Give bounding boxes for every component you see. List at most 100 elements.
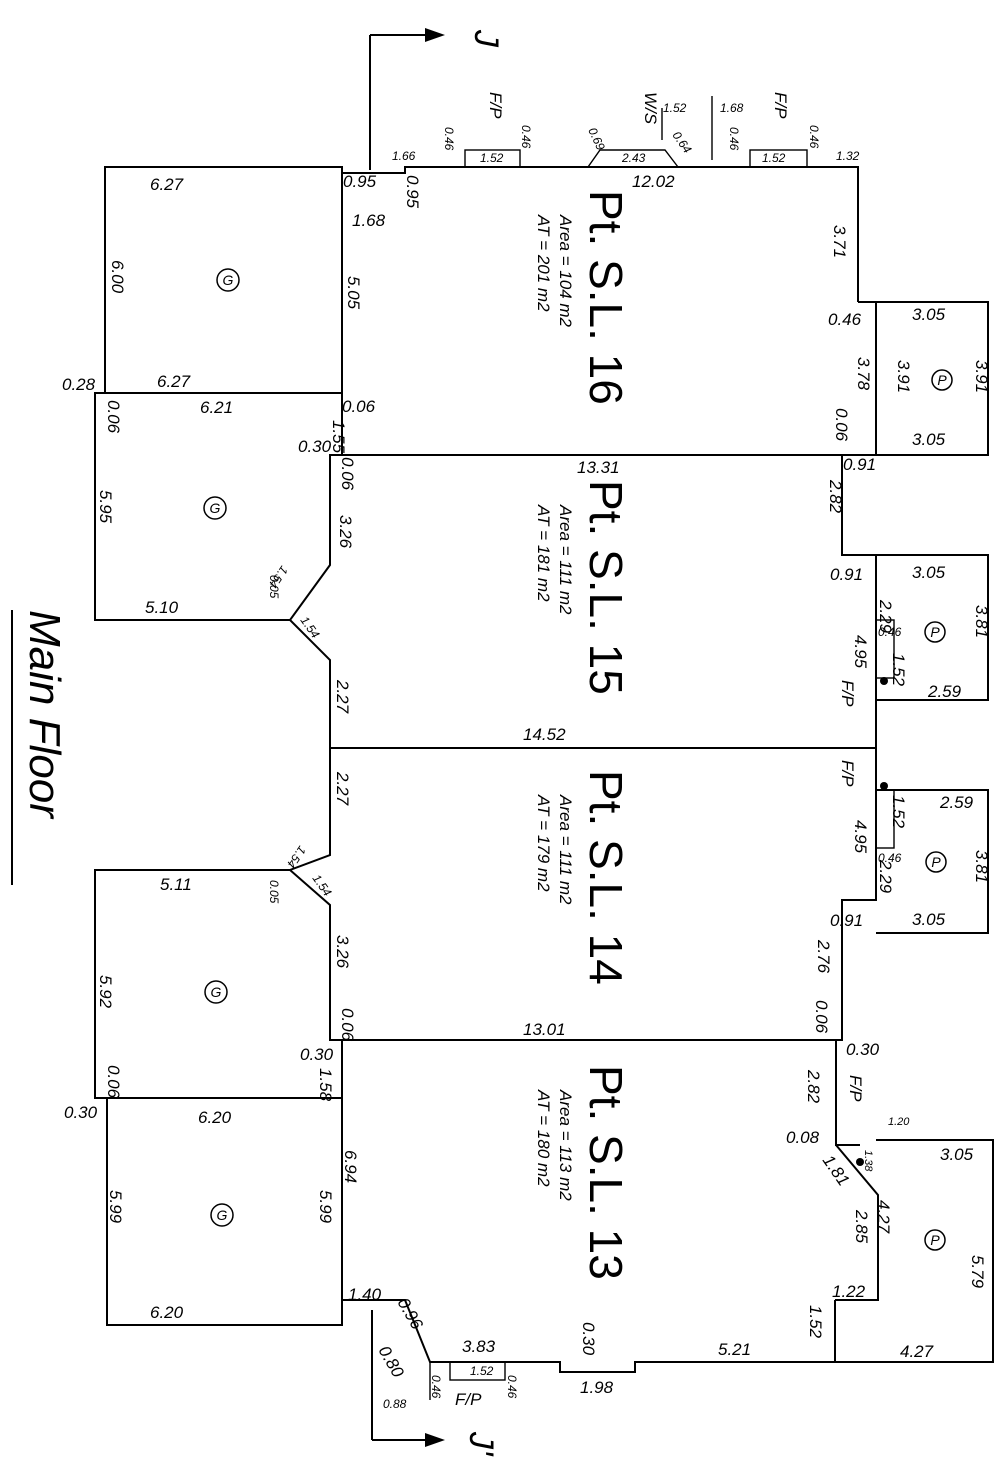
label-d154d: 1.54 (310, 872, 335, 899)
label-d152g: 1.52 (889, 795, 908, 829)
label-parking_symbol: P (937, 372, 947, 388)
drawing-title: Main Floor (20, 610, 69, 820)
label-d152b: 1.52 (663, 101, 687, 115)
label-d1301: 13.01 (523, 1020, 566, 1039)
section-marker-bottom: J' (371, 1310, 500, 1457)
fp-label-top-left: F/P (486, 92, 505, 119)
label-parking_symbol: P (931, 854, 941, 870)
label-d005a: 0.05 (267, 575, 281, 599)
section-label-bottom: J' (462, 1431, 500, 1457)
label-d326a: 3.26 (336, 515, 355, 549)
label-d427a: 4.27 (874, 1200, 893, 1234)
label-d305a: 3.05 (912, 305, 946, 324)
label-d006e: 0.06 (104, 1065, 123, 1099)
garage-14: G (94, 869, 342, 1099)
label-d006c: 0.06 (342, 397, 376, 416)
label-area: Area = 111 m2 (556, 794, 575, 905)
label-d046b: 0.46 (519, 125, 533, 149)
label-d381a: 3.81 (972, 605, 991, 638)
unit-15-labels: Pt. S.L. 15 Area = 111 m2 AT = 181 m2 (534, 480, 632, 695)
label-parking_symbol: P (930, 624, 940, 640)
patio-14: P (875, 782, 989, 934)
label-label: Pt. S.L. 13 (580, 1065, 632, 1280)
label-d305e: 3.05 (940, 1145, 974, 1164)
label-d1331: 13.31 (577, 458, 620, 477)
label-d064: 0.64 (670, 129, 695, 156)
patio-15: P (875, 554, 989, 701)
label-d600: 6.00 (108, 260, 127, 294)
label-d152a: 1.52 (480, 151, 504, 165)
label-d122: 1.22 (832, 1282, 866, 1301)
label-d229a: 2.29 (876, 599, 895, 634)
label-d181: 1.81 (819, 1151, 854, 1189)
label-d091c: 0.91 (830, 911, 863, 930)
garage-13: G (95, 1097, 343, 1326)
label-d140: 1.40 (348, 1285, 382, 1304)
label-d132: 1.32 (836, 149, 860, 163)
fp-label-bottom: F/P (455, 1390, 482, 1409)
label-d168b: 1.68 (720, 101, 744, 115)
fp-label-13: F/P (846, 1075, 865, 1102)
label-d495a: 4.95 (851, 635, 870, 669)
label-d305c: 3.05 (912, 563, 946, 582)
unit-16-labels: Pt. S.L. 16 Area = 104 m2 AT = 201 m2 (534, 190, 632, 405)
label-d008: 0.08 (786, 1128, 820, 1147)
label-d046a: 0.46 (442, 127, 456, 151)
label-d378: 3.78 (854, 357, 873, 391)
label-area: Area = 111 m2 (556, 504, 575, 615)
label-d305d: 3.05 (912, 910, 946, 929)
label-d694: 6.94 (341, 1150, 360, 1183)
label-at: AT = 179 m2 (534, 794, 553, 892)
label-garage_symbol: G (223, 272, 234, 288)
label-d006g: 0.06 (812, 1000, 831, 1034)
label-d243: 2.43 (621, 151, 646, 165)
dimension-labels: 12.02 13.31 14.52 13.01 6.27 6.27 0.95 1… (62, 101, 974, 1411)
label-d627a: 6.27 (150, 175, 184, 194)
unit-14-labels: Pt. S.L. 14 Area = 111 m2 AT = 179 m2 (534, 770, 632, 985)
label-d305b: 3.05 (912, 430, 946, 449)
label-d510: 5.10 (145, 598, 179, 617)
garage-16: G (104, 166, 343, 394)
label-d620b: 6.20 (150, 1303, 184, 1322)
label-d046e: 0.46 (429, 1375, 443, 1399)
label-d511: 5.11 (160, 875, 192, 894)
label-at: AT = 201 m2 (534, 214, 553, 312)
label-d155: 1.55 (329, 420, 348, 454)
label-d046h: 0.46 (878, 625, 902, 639)
label-d006d: 0.06 (338, 1008, 357, 1042)
label-d046f: 0.46 (505, 1375, 519, 1399)
label-d069a: 0.69 (585, 125, 608, 152)
label-label: Pt. S.L. 16 (580, 190, 632, 405)
label-d095a: 0.95 (343, 172, 377, 191)
label-parking_symbol: P (930, 1232, 940, 1248)
label-d595: 5.95 (96, 490, 115, 524)
label-d096: 0.96 (394, 1295, 427, 1334)
label-d1452: 14.52 (523, 725, 566, 744)
label-d091b: 0.91 (830, 565, 863, 584)
label-label: Pt. S.L. 15 (580, 480, 632, 695)
label-d259a: 2.59 (927, 682, 962, 701)
label-d391b: 3.91 (894, 360, 913, 393)
label-d521: 5.21 (718, 1340, 751, 1359)
fp-label-15: F/P (838, 680, 857, 707)
label-d046g: 0.46 (828, 310, 862, 329)
label-d006b: 0.06 (338, 457, 357, 491)
label-d028: 0.28 (62, 375, 96, 394)
patio-16: P (875, 301, 989, 456)
label-d599b: 5.99 (316, 1190, 335, 1224)
label-d383: 3.83 (462, 1337, 496, 1356)
label-d371: 3.71 (830, 225, 849, 258)
label-d227a: 2.27 (333, 679, 352, 714)
label-d120: 1.20 (888, 1116, 910, 1128)
label-garage_symbol: G (217, 1207, 228, 1223)
label-d138: 1.38 (862, 1150, 874, 1172)
label-d030b: 0.30 (300, 1045, 334, 1064)
label-d627b: 6.27 (157, 372, 191, 391)
label-at: AT = 180 m2 (534, 1089, 553, 1187)
label-d505: 5.05 (344, 276, 363, 310)
label-d1202: 12.02 (632, 172, 675, 191)
label-d091a: 0.91 (843, 455, 876, 474)
top-fixtures: F/P W/S F/P (464, 92, 808, 168)
label-at: AT = 181 m2 (534, 504, 553, 602)
